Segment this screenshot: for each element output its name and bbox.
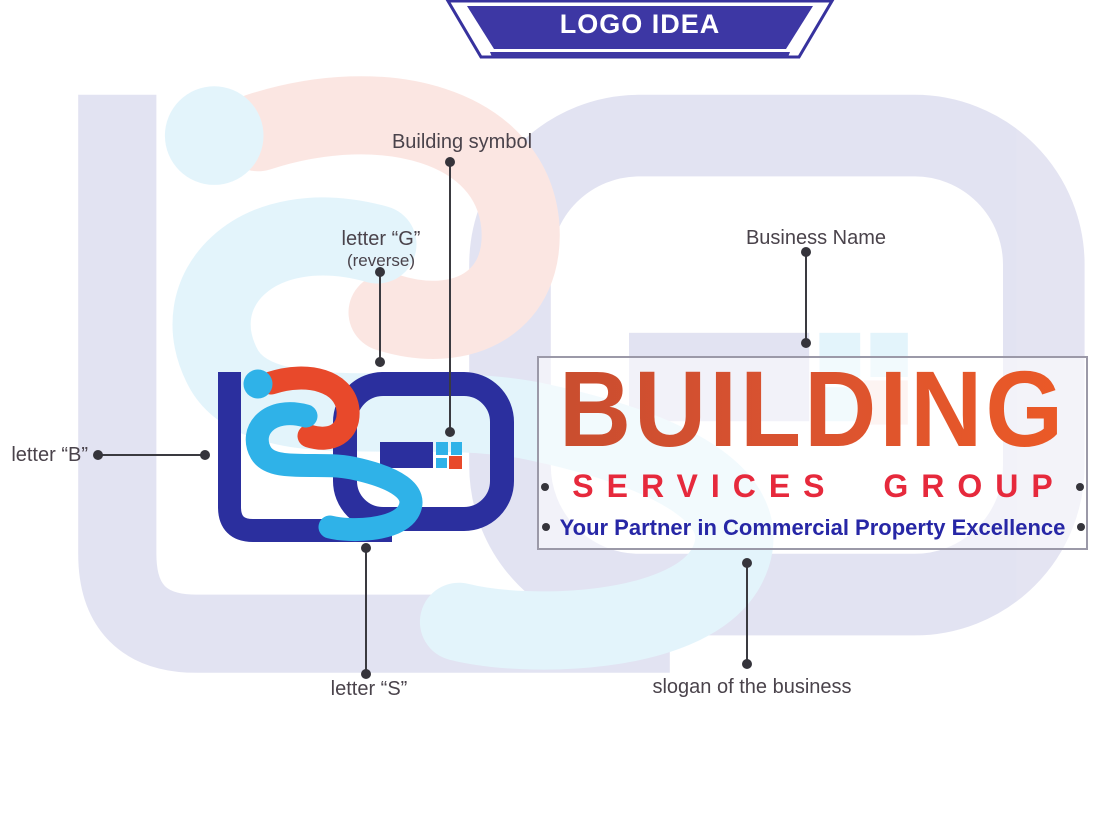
connector-dot <box>375 357 385 367</box>
business-name-label: Business Name <box>745 227 887 249</box>
letter-g-label-sub: (reverse) <box>346 251 415 270</box>
connector-dot <box>801 247 811 257</box>
letter-g-label-main: letter “G” <box>341 228 421 250</box>
connector-dot <box>375 267 385 277</box>
connector-dot <box>361 669 371 679</box>
letter-s-label: letter “S” <box>330 678 408 700</box>
business-name-text: BUILDING <box>539 355 1086 463</box>
frame-anchor-dot <box>1076 483 1084 491</box>
connector-dot <box>445 157 455 167</box>
connector-dot <box>801 338 811 348</box>
connector-dot <box>200 450 210 460</box>
building-symbol-connector <box>449 162 451 432</box>
frame-anchor-dot <box>1077 523 1085 531</box>
letter-b-label: letter “B” <box>11 444 88 466</box>
wordmark-frame: BUILDING SERVICES GROUP Your Partner in … <box>537 355 1088 550</box>
letter-g-label: letter “G” (reverse) <box>301 228 461 271</box>
frame-anchor-dot <box>542 523 550 531</box>
connector-dot <box>445 427 455 437</box>
letter-s-connector <box>365 548 367 674</box>
letter-g-connector <box>379 272 381 362</box>
banner-title: LOGO IDEA <box>559 9 721 39</box>
frame-anchor-dot <box>541 483 549 491</box>
business-subname-text: SERVICES GROUP <box>572 468 1066 504</box>
slogan-label: slogan of the business <box>652 676 852 698</box>
slogan-connector <box>746 563 748 664</box>
connector-dot <box>93 450 103 460</box>
building-symbol-label: Building symbol <box>391 131 533 153</box>
business-slogan-text: Your Partner in Commercial Property Exce… <box>559 515 1066 540</box>
banner-ribbon-icon <box>445 0 835 59</box>
business-name-connector <box>805 252 807 343</box>
connector-dot <box>361 543 371 553</box>
connector-dot <box>742 558 752 568</box>
letter-b-connector <box>97 454 205 456</box>
connector-dot <box>742 659 752 669</box>
